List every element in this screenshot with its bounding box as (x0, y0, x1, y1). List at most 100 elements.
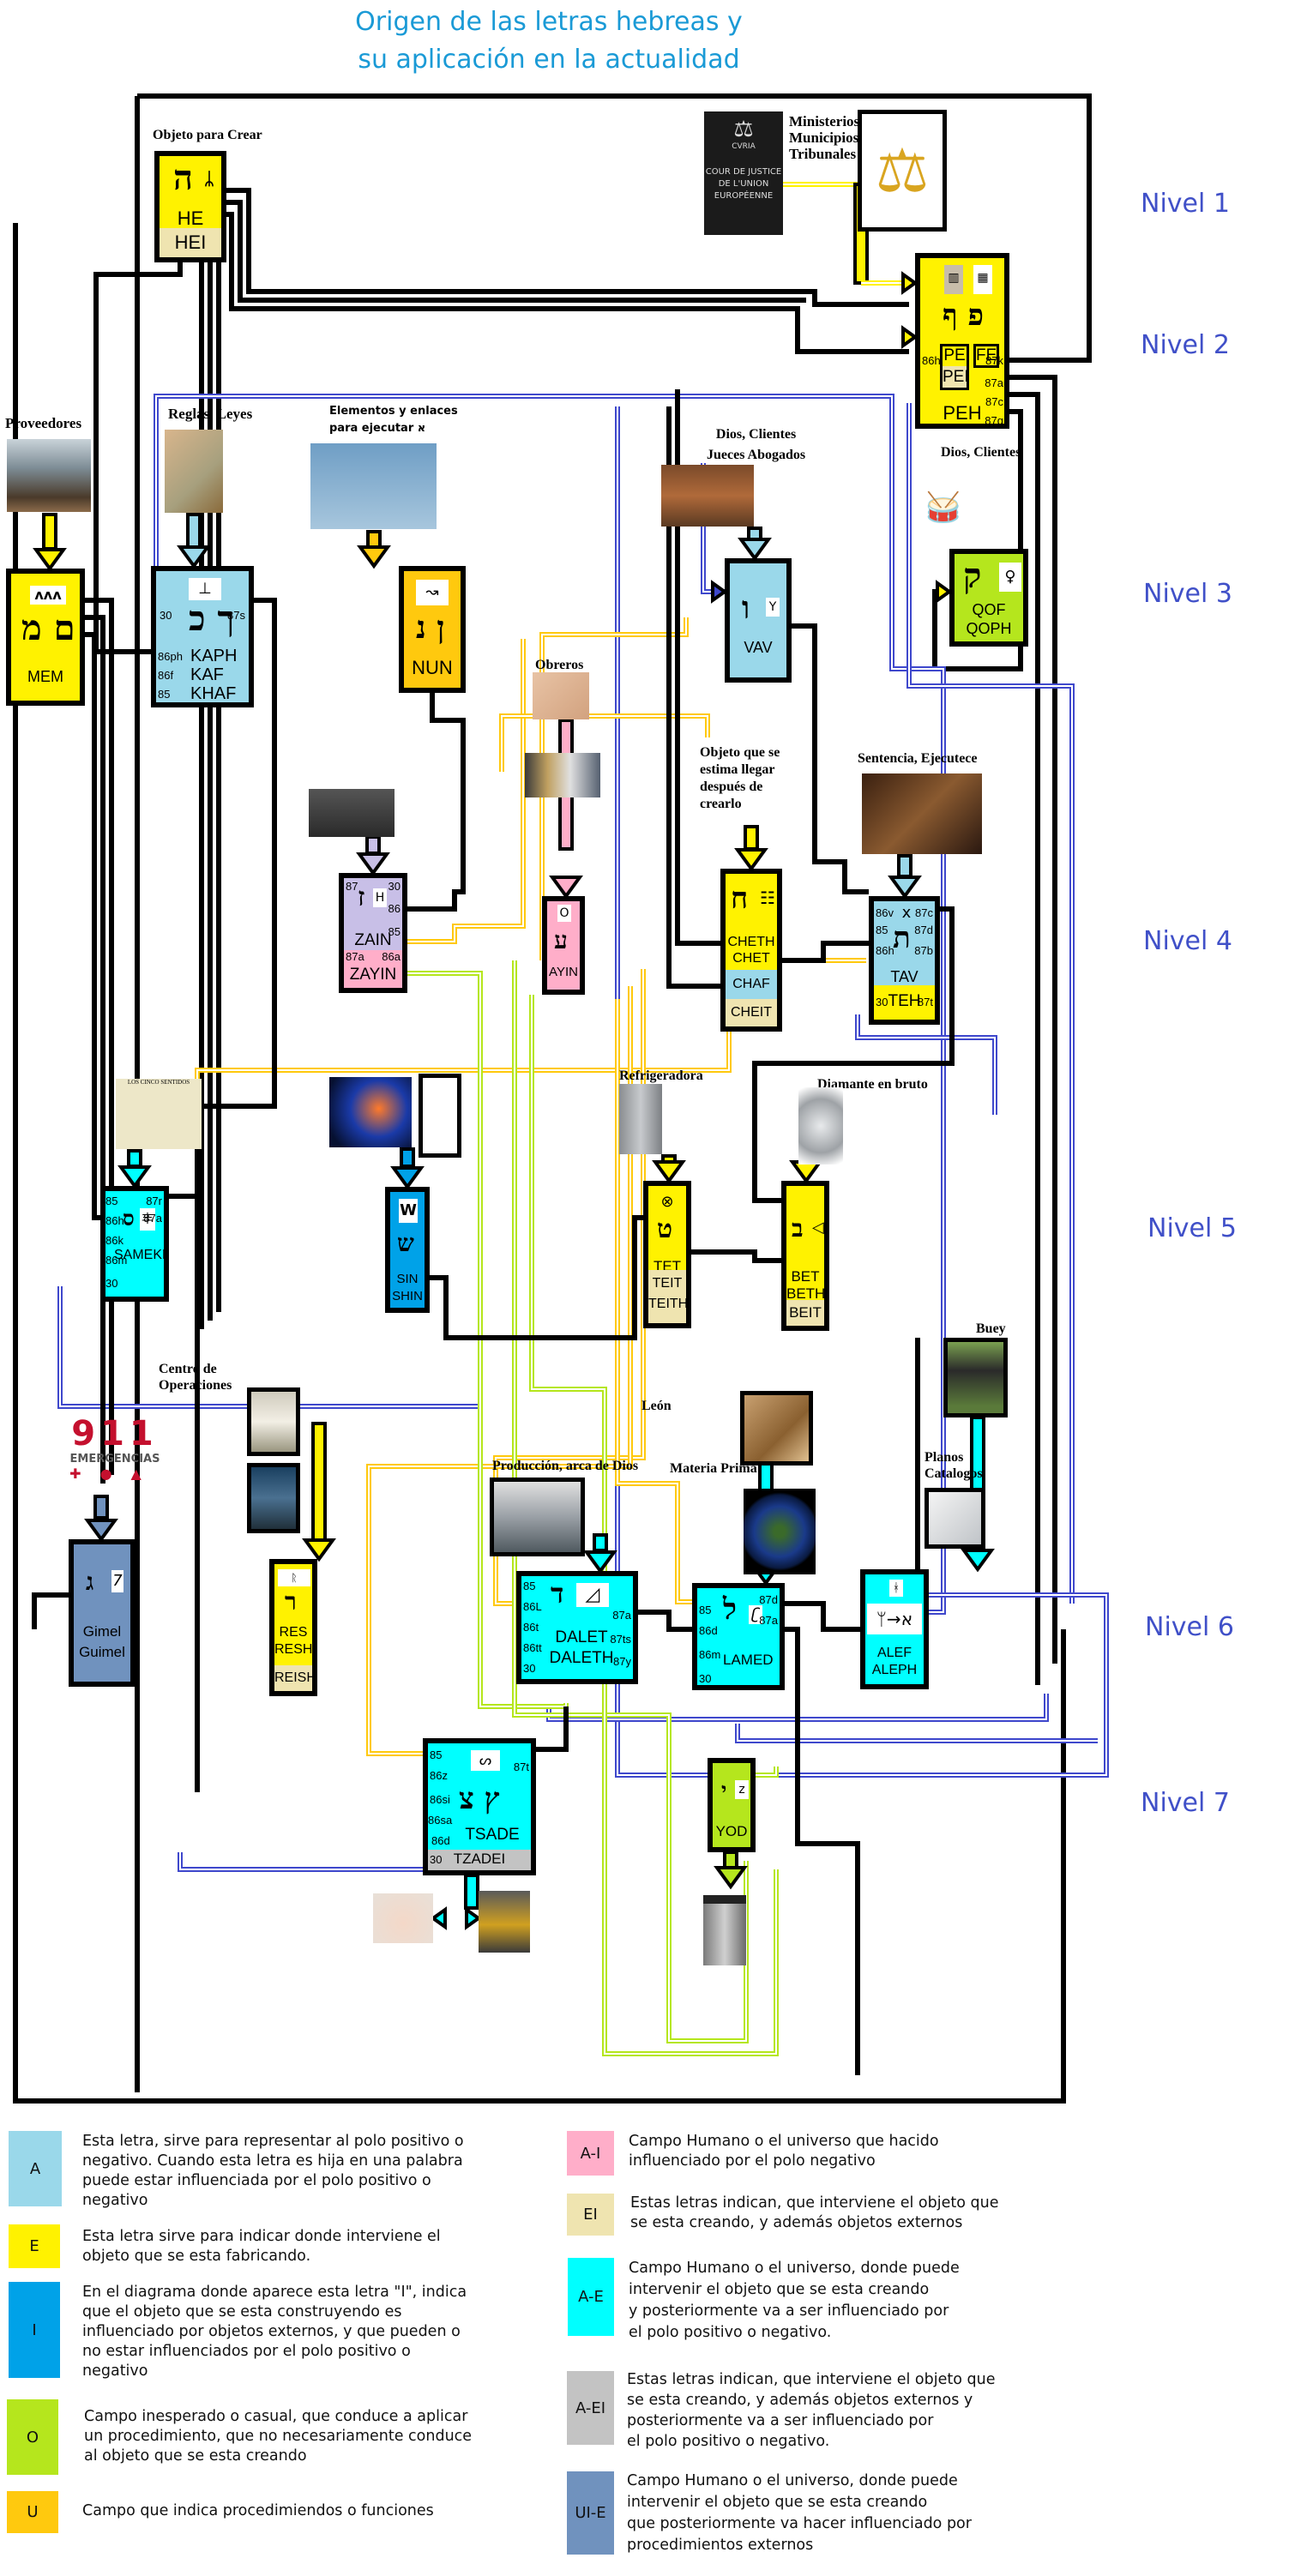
ox-head-pictograph-icon: ᛘ→א (867, 1604, 922, 1634)
legend-text-a-i: Campo Humano o el universo que hacido in… (629, 2133, 939, 2170)
node-bet[interactable]: ב ◁ BET BETH BEIT (781, 1181, 829, 1331)
hebrew-letter-tav: ת (893, 921, 911, 955)
arrow-down-icon (356, 852, 390, 876)
warehouse-image (7, 439, 91, 512)
node-dalet[interactable]: ד ◿ 85 86L 86t 86tt 30 87a 87ts 87y DALE… (516, 1571, 638, 1684)
node-peh[interactable]: ▥ ▦ פ ף PE PEI FE PEH 86h 87k 87a 87c 87… (915, 253, 1009, 429)
node-name: ALEPH (871, 1663, 918, 1677)
caption-produccion: Producción, arca de Dios (492, 1459, 639, 1473)
node-name: LAMED (723, 1652, 774, 1668)
node-lamed[interactable]: ל ʗ 85 86d 86m 30 87d 87a LAMED (692, 1583, 785, 1690)
pe-box: PE PEI (940, 344, 969, 390)
port-label: 87t (917, 996, 933, 1008)
node-name: SIN (396, 1272, 419, 1286)
node-zain[interactable]: ז H 87 30 86 85 ZAIN 87a 86a ZAYIN (339, 873, 407, 993)
legend-code: EI (583, 2206, 598, 2224)
port-label: 87a (759, 1614, 778, 1627)
node-name: PE (943, 346, 966, 364)
node-name: CHETH (727, 935, 775, 949)
node-alt-name: TEIT (652, 1276, 683, 1291)
node-nun[interactable]: ↝ ן נ NUN (399, 566, 466, 693)
hebrew-letter-yod: י (721, 1778, 727, 1803)
courtroom-image (661, 465, 754, 527)
node-name: BETH (786, 1285, 826, 1302)
port-label: 87ts (610, 1633, 631, 1646)
connector-line (93, 262, 183, 654)
node-qof[interactable]: ק ♀ QOF QOPH (949, 549, 1028, 647)
port-label: 87a (612, 1609, 631, 1622)
node-resh[interactable]: ᚱ ר RES RESH REISH (269, 1559, 317, 1696)
node-cheth[interactable]: ח ☷ CHETH CHET CHAF CHEIT (720, 869, 782, 1032)
port-label: 86m (699, 1648, 721, 1661)
teh-band: 30 TEH 87t (874, 985, 935, 1020)
connector-line (785, 1627, 860, 2075)
node-gimel[interactable]: ג 7 Gimel Guimel (69, 1539, 136, 1687)
node-alt-name: HEI (160, 228, 221, 257)
port-label: 87a (985, 376, 1003, 389)
workers-image (525, 753, 600, 797)
legend-text-e: Esta letra sirve para indicar donde inte… (82, 2228, 441, 2265)
caption-materia-prima: Materia Prima (670, 1461, 757, 1476)
node-ayin[interactable]: O ע AYIN (542, 896, 585, 995)
legend-swatch-i: I (9, 2282, 60, 2378)
node-vav[interactable]: ו Y VAV (725, 558, 792, 683)
connector-line-inner (908, 403, 1073, 1604)
node-kaph[interactable]: ⊥ ך כ 30 87s 86ph 86f 85 KAPH KAF KHAF (151, 566, 254, 707)
angels-image (533, 672, 589, 719)
connector-line-inner (155, 395, 944, 1613)
arrow-head-icon (901, 325, 919, 349)
port-label: 87c (915, 906, 933, 919)
caption-dios-clientes: Dios, Clientes (941, 445, 1021, 460)
legend-text-a-e: Campo Humano o el universo, donde puede … (629, 2260, 960, 2341)
hebrew-letter-nun: ן נ (416, 610, 445, 646)
legend-text-ei: Estas letras indican, que interviene el … (630, 2194, 999, 2231)
node-alt-name: CHEIT (726, 999, 777, 1026)
port-label: 86d (431, 1834, 450, 1847)
arrow-down-icon (734, 848, 768, 872)
legend-swatch-ui-e: UI-E (567, 2471, 614, 2555)
node-yod[interactable]: י z YOD (708, 1758, 756, 1852)
node-tsade[interactable]: ᔕ ץ צ 85 86z 86si 86sa 86d 87t TSADE 30 … (423, 1738, 536, 1875)
gavel-image (862, 773, 982, 854)
network-switch-image (309, 789, 395, 837)
node-name: ZAIN (354, 931, 392, 949)
node-samekh[interactable]: ס 丰 85 86h 86k 86m 30 87r 87a SAMEKH (100, 1186, 169, 1302)
port-label: 85 (388, 925, 401, 938)
port-label: 87q (985, 414, 1003, 427)
emergency-text: EMERGENCIAS (69, 1453, 160, 1466)
earth-image (744, 1489, 816, 1574)
caption-diamante: Diamante en bruto (817, 1077, 928, 1092)
connector-line (178, 1852, 423, 1872)
node-name: TAV (890, 968, 919, 985)
node-tet[interactable]: ⊗ ט TET TEIT TEITH (643, 1181, 691, 1328)
connector-line (675, 389, 720, 946)
connector-line-inner (514, 960, 747, 2042)
connector-line (752, 906, 955, 1203)
connector-line-inner (756, 1766, 777, 1776)
golden-scales-image: ⚖ (858, 110, 947, 232)
port-label: 87t (513, 1760, 529, 1773)
connector-wires (13, 93, 1109, 2104)
arrow-down-icon (302, 1538, 336, 1562)
node-name: RES (279, 1625, 308, 1640)
arrow-shaft (400, 1147, 415, 1168)
hebrew-letter-gimel: ג (86, 1568, 94, 1596)
arrow-down-icon (390, 1166, 425, 1190)
node-name: CHET (732, 951, 770, 966)
frame-line-bottom (13, 223, 1066, 2104)
port-label: 86t (523, 1621, 539, 1634)
node-tav[interactable]: x ת 86v 85 86h 87c 87d 87b TAV 30 TEH 87… (869, 896, 940, 1025)
legend-code: O (26, 2428, 39, 2447)
caption-sentencia: Sentencia, Ejecutece (858, 751, 978, 766)
node-he[interactable]: ה ᛦ HE HEI (154, 151, 226, 262)
legend-text-a-ei: Estas letras indican, que interviene el … (627, 2371, 996, 2450)
port-label: 87d (759, 1593, 778, 1606)
node-mem[interactable]: ʌʌʌ ם מ MEM (6, 569, 85, 706)
legend-text-u: Campo que indica procedimiendos o funcio… (82, 2502, 434, 2519)
node-name: AYIN (549, 965, 578, 979)
port-label: 86h (876, 944, 894, 957)
node-sin[interactable]: W ש SIN SHIN (385, 1187, 430, 1313)
node-alef[interactable]: ᚼ ᛘ→א ALEF ALEPH (860, 1569, 929, 1689)
pictograph-icon: ♀ (999, 563, 1021, 592)
port-label: 86si (430, 1793, 450, 1806)
